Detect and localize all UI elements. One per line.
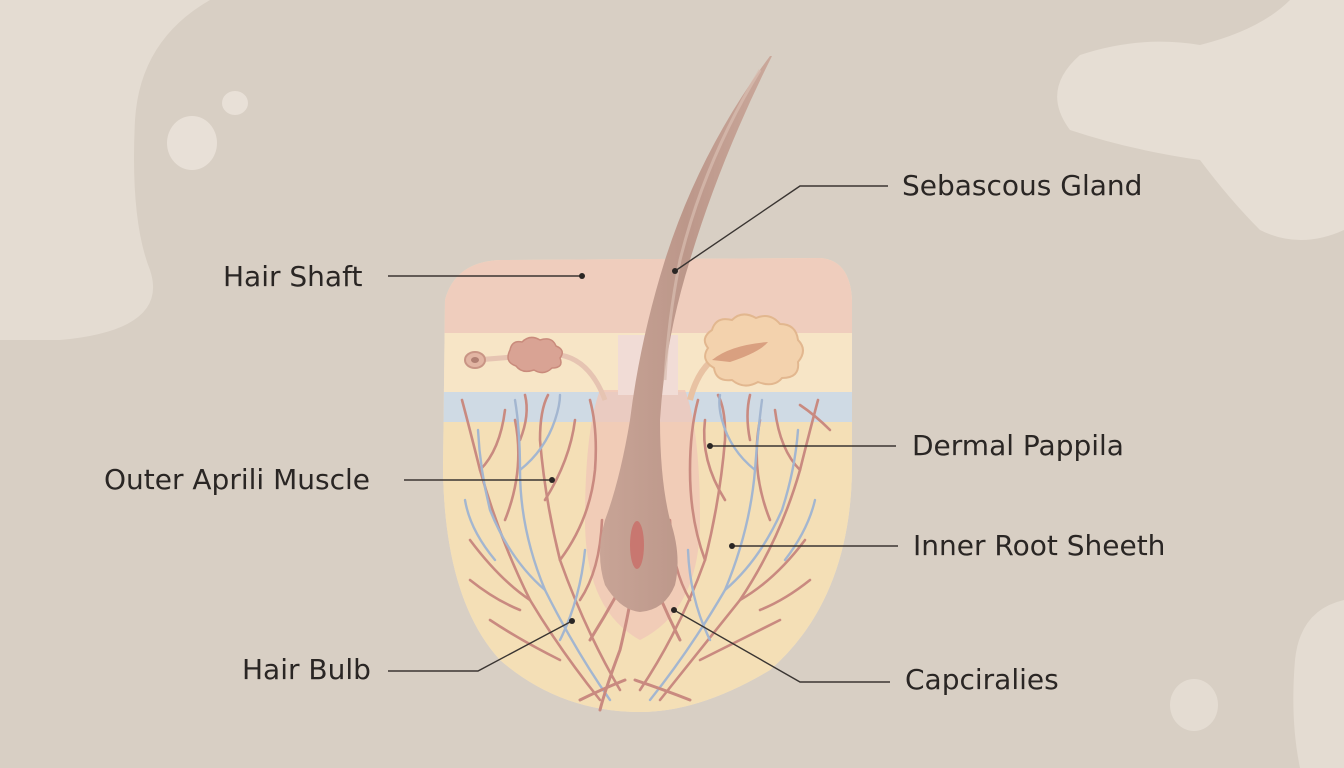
epidermis xyxy=(443,258,852,333)
blob-top-left xyxy=(0,0,210,340)
blob-bottom-right xyxy=(1293,600,1344,768)
arteries-right xyxy=(638,393,832,702)
leader-lines xyxy=(388,185,898,683)
label-outer-aprili-muscle: Outer Aprili Muscle xyxy=(104,463,370,496)
leader-dots xyxy=(549,268,735,624)
leader-sebascous xyxy=(674,185,888,272)
bubble-large xyxy=(167,116,217,170)
bubble-small xyxy=(222,91,248,115)
capillary-network xyxy=(460,393,832,712)
blob-top-right xyxy=(1057,0,1344,240)
gland-left-cluster xyxy=(507,336,563,374)
label-dermal-pappila: Dermal Pappila xyxy=(912,429,1124,462)
label-sebascous-gland: Sebascous Gland xyxy=(902,169,1143,202)
label-hair-bulb: Hair Bulb xyxy=(242,653,371,686)
hair-bulb-core xyxy=(630,521,644,569)
sebaceous-core xyxy=(712,342,768,362)
hair-shaft xyxy=(600,56,772,612)
leader-hair-bulb xyxy=(388,620,573,672)
arteries-left xyxy=(460,393,622,702)
veins-left xyxy=(463,393,612,702)
hair-highlight xyxy=(663,69,762,381)
label-capciralies: Capciralies xyxy=(905,663,1059,696)
glands xyxy=(464,313,804,401)
veins-right xyxy=(648,393,817,702)
bubble-bottom-right xyxy=(1170,679,1218,731)
label-inner-root-sheeth: Inner Root Sheeth xyxy=(913,529,1166,562)
label-hair-shaft: Hair Shaft xyxy=(223,260,363,293)
leader-capciralies xyxy=(673,609,890,683)
hair xyxy=(600,56,772,612)
